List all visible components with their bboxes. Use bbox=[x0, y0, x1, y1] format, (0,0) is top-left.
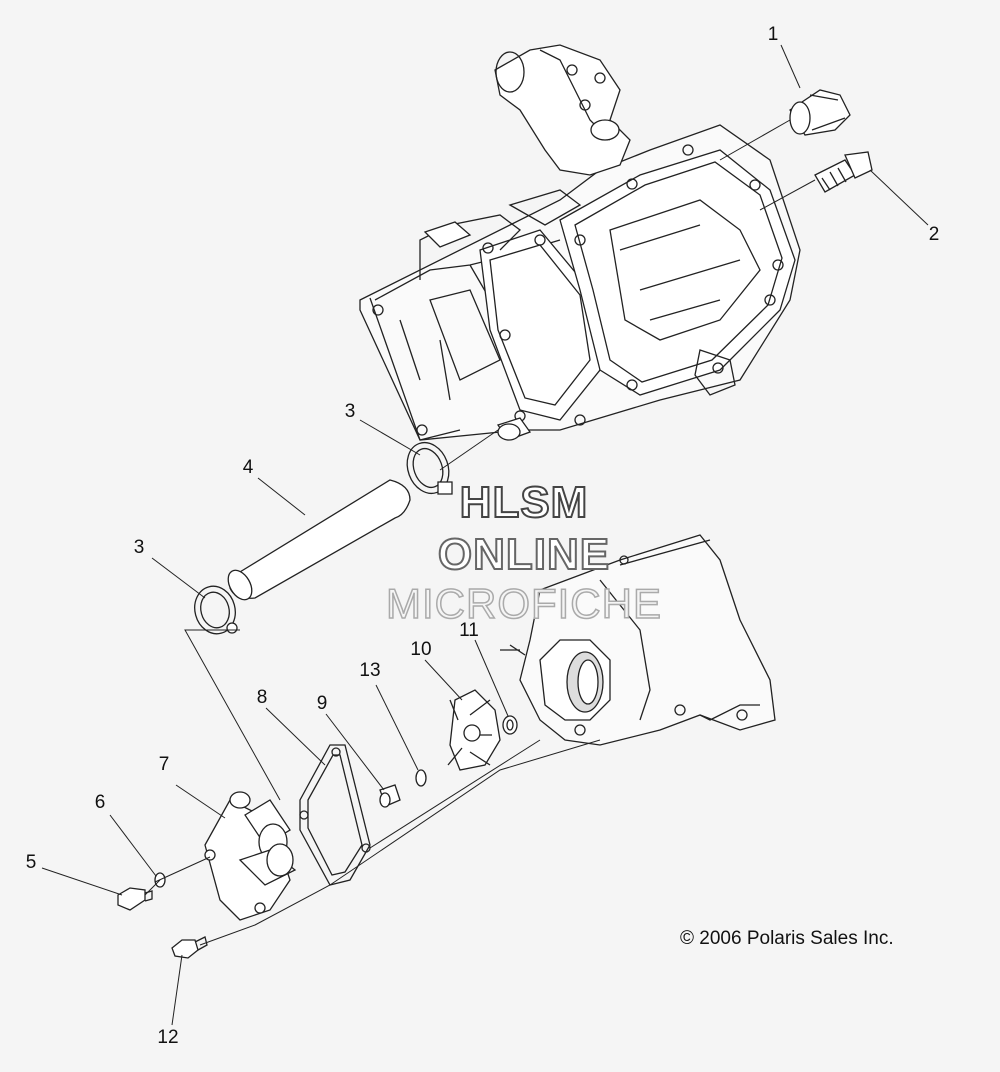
callout-13: 13 bbox=[359, 660, 381, 681]
callout-11: 11 bbox=[459, 620, 479, 641]
watermark-line-2: ONLINE bbox=[437, 529, 611, 580]
callout-7: 7 bbox=[158, 754, 170, 775]
callout-10: 10 bbox=[410, 639, 432, 660]
watermark-line-1: HLSM bbox=[459, 477, 589, 528]
part-9-drain-plug bbox=[380, 785, 400, 807]
callout-3-lower: 3 bbox=[133, 537, 145, 558]
part-5-bolt bbox=[118, 888, 152, 910]
part-2-temperature-sensor bbox=[815, 152, 872, 192]
part-12-bolt bbox=[172, 937, 207, 958]
callout-8: 8 bbox=[256, 687, 268, 708]
part-4-coolant-hose bbox=[223, 480, 410, 604]
callout-1: 1 bbox=[767, 24, 779, 45]
cylinder-head bbox=[360, 45, 800, 440]
callout-3-upper: 3 bbox=[344, 401, 356, 422]
part-3-upper-hose-clamp bbox=[400, 437, 455, 500]
callout-9: 9 bbox=[316, 693, 328, 714]
part-1-thermostat-cap bbox=[790, 90, 850, 135]
leader-lines bbox=[42, 45, 928, 1025]
part-13-washer bbox=[416, 770, 426, 786]
callout-6: 6 bbox=[94, 792, 106, 813]
copyright-notice: © 2006 Polaris Sales Inc. bbox=[680, 928, 894, 949]
callout-4: 4 bbox=[242, 457, 254, 478]
part-8-gasket bbox=[300, 745, 370, 885]
part-10-impeller bbox=[448, 690, 500, 770]
callout-5: 5 bbox=[25, 852, 37, 873]
part-7-pump-cover bbox=[205, 792, 295, 920]
part-11-seal bbox=[503, 716, 517, 734]
callout-2: 2 bbox=[928, 224, 940, 245]
callout-12: 12 bbox=[157, 1027, 179, 1048]
water-pump-housing bbox=[500, 535, 775, 745]
watermark-line-3: MICROFICHE bbox=[385, 579, 662, 628]
